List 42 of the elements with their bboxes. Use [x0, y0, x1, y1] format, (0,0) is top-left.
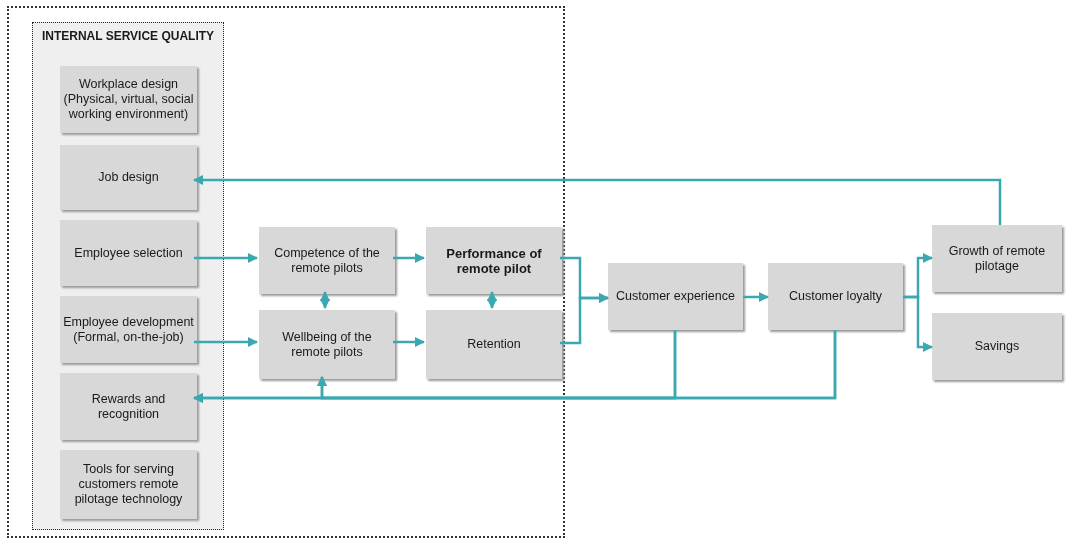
process-box [932, 225, 1062, 292]
process-box [932, 313, 1062, 380]
connector-arrow [903, 295, 933, 352]
process-box [259, 227, 395, 294]
process-box [60, 220, 197, 286]
box-label: Competence of the remote pilots [273, 245, 381, 276]
process-box [60, 296, 197, 363]
box-label: Growth of remote pilotage [947, 243, 1047, 274]
connector-arrow [194, 253, 258, 263]
connector-arrow [194, 337, 258, 347]
group-heading: INTERNAL SERVICE QUALITY [40, 29, 216, 43]
process-box [60, 450, 197, 519]
box-label: Job design [97, 170, 160, 185]
box-label: Rewards and recognition [90, 391, 167, 422]
connector-arrow [487, 291, 497, 309]
connector-arrow [317, 330, 837, 400]
process-box [60, 145, 197, 210]
box-label: Employee development (Formal, on-the-job) [62, 314, 195, 345]
dotted-group-frame [7, 6, 565, 538]
connector-arrow [393, 337, 425, 347]
process-box [426, 310, 562, 379]
process-box [60, 66, 197, 133]
connector-arrow [393, 253, 425, 263]
process-box [608, 263, 743, 330]
process-box [768, 263, 903, 330]
box-label: Employee selection [73, 245, 184, 261]
process-box [259, 310, 395, 379]
box-label: Retention [466, 337, 522, 352]
box-label: Savings [973, 339, 1021, 354]
connector-arrow [320, 291, 330, 309]
connector-arrow [193, 175, 1002, 225]
box-label: Workplace design (Physical, virtual, social working environment) [62, 77, 195, 122]
group-panel [32, 22, 224, 530]
process-box [60, 373, 197, 440]
box-label: Wellbeing of the remote pilots [281, 329, 373, 360]
box-label: Performance of remote pilot [445, 245, 543, 276]
connector-arrow [560, 293, 609, 345]
box-label: Tools for serving customers remote pilotage technology [73, 462, 184, 507]
box-label: Customer loyalty [787, 289, 884, 304]
process-box [426, 227, 562, 294]
connector-arrow [743, 292, 769, 302]
box-label: Customer experience [615, 289, 736, 304]
